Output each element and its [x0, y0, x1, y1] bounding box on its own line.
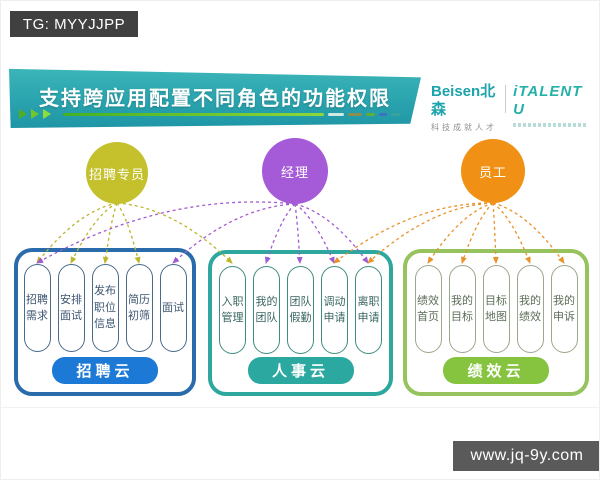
triangle-icon: [31, 109, 39, 119]
cloud-box-hr: 入职管理 我的团队 团队假勤 调动申请 离职申请 人事云: [208, 250, 393, 396]
beisen-tagline: 科技成就人才: [431, 123, 497, 132]
module-label: 简历初筛: [128, 293, 150, 323]
beisen-logo: Beisen北森: [431, 83, 496, 118]
module-label: 安排面试: [60, 293, 82, 323]
cloud-box-performance: 绩效首页 我的目标 目标地图 我的绩效 我的申诉 绩效云: [403, 249, 589, 396]
cloud-box-recruitment: 招聘需求 安排面试 发布职位信息 简历初筛 面试 招聘云: [14, 248, 196, 396]
italent-tagline: [513, 123, 588, 127]
module-pill: 安排面试: [57, 264, 85, 352]
module-pill: 发布职位信息: [91, 264, 119, 352]
module-label: 我的申诉: [553, 294, 575, 324]
module-label: 我的目标: [451, 294, 473, 324]
cloud-label-hr: 人事云: [247, 357, 354, 384]
module-pill: 我的团队: [253, 266, 280, 354]
module-label: 入职管理: [221, 295, 244, 325]
banner-dash: [348, 112, 362, 116]
module-label: 招聘需求: [26, 293, 48, 323]
banner-dash: [328, 112, 344, 116]
module-label: 团队假勤: [289, 295, 312, 325]
module-label: 我的绩效: [519, 294, 541, 324]
brand-divider: [505, 85, 507, 113]
watermark-top-left: TG: MYYJJPP: [10, 11, 138, 37]
module-pill: 入职管理: [219, 266, 246, 354]
module-label: 离职申请: [357, 295, 380, 325]
banner-dash: [391, 112, 401, 116]
module-pill: 招聘需求: [23, 264, 51, 352]
slide-edge-line: [1, 407, 599, 408]
module-pill: 调动申请: [321, 266, 348, 354]
module-label: 面试: [162, 301, 184, 314]
banner-decoration: [19, 109, 401, 119]
watermark-bottom-right: www.jq-9y.com: [453, 441, 599, 471]
module-pill: 我的申诉: [550, 265, 578, 353]
banner-underline: [63, 112, 324, 116]
module-pill: 我的目标: [448, 265, 476, 353]
italent-logo: iTALENT U: [513, 83, 583, 118]
module-pill: 团队假勤: [287, 266, 314, 354]
title-banner: 支持跨应用配置不同角色的功能权限: [9, 68, 421, 128]
role-circle-employee: 员工: [461, 139, 525, 203]
module-label: 我的团队: [255, 295, 278, 325]
module-label: 调动申请: [323, 295, 346, 325]
module-label: 绩效首页: [417, 294, 439, 324]
role-circle-manager: 经理: [262, 138, 328, 204]
module-pill: 离职申请: [355, 266, 382, 354]
module-pill: 简历初筛: [125, 264, 153, 352]
module-pill: 面试: [159, 264, 187, 352]
module-label: 目标地图: [485, 294, 507, 324]
module-pill: 绩效首页: [414, 265, 442, 353]
banner-dash: [366, 112, 375, 116]
triangle-icon: [43, 109, 51, 119]
page-title: 支持跨应用配置不同角色的功能权限: [39, 88, 391, 110]
module-pill: 我的绩效: [516, 265, 544, 353]
module-pill: 目标地图: [482, 265, 510, 353]
cloud-label-performance: 绩效云: [443, 357, 549, 384]
banner-dash: [379, 112, 387, 116]
triangle-icon: [19, 109, 27, 119]
brand-area: Beisen北森 科技成就人才 iTALENT U: [431, 83, 593, 132]
cloud-label-recruitment: 招聘云: [52, 357, 158, 384]
role-circle-recruiter: 招聘专员: [86, 142, 148, 204]
module-label: 发布职位信息: [94, 285, 116, 331]
